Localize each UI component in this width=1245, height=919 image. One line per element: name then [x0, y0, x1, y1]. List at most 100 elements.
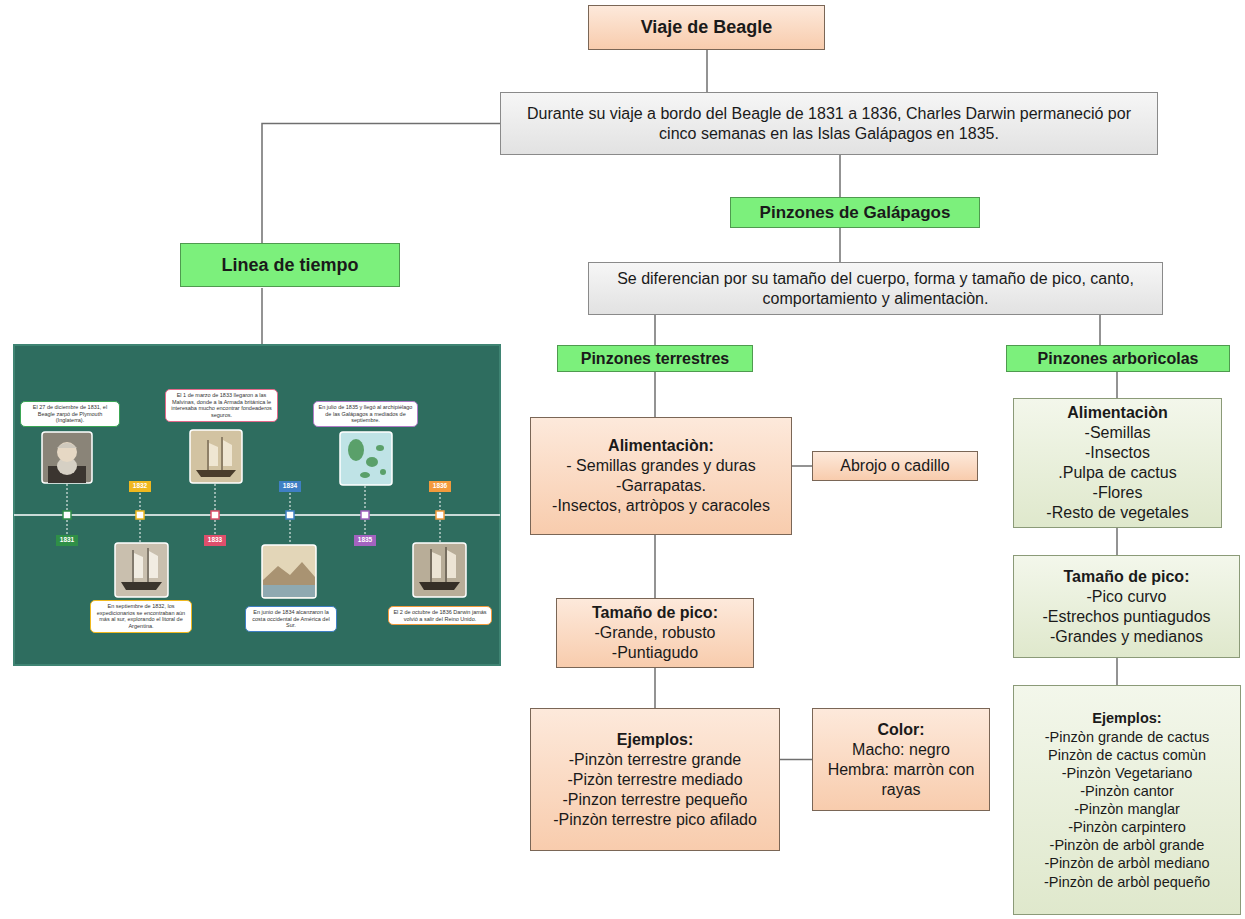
box-text: -Grandes y medianos — [1020, 627, 1233, 647]
branch-heading: Pinzones terrestres — [557, 345, 753, 372]
connector-line — [1116, 528, 1118, 555]
box-text: En julio de 1835 y llegó al archipiélago… — [317, 404, 414, 424]
mast — [148, 548, 149, 582]
trait-box: Tamaño de pico:-Pico curvo-Estrechos pun… — [1013, 555, 1240, 658]
hull — [196, 470, 236, 477]
box-text: Pinzones arborìcolas — [1013, 349, 1223, 369]
connector-line — [706, 50, 708, 92]
photo-frame — [190, 430, 242, 483]
mast — [446, 547, 447, 582]
box-text: -Resto de vegetales — [1020, 503, 1215, 523]
box-text: -Pinzon terrestre pequeño — [537, 790, 773, 810]
box-text: -Garrapatas. — [537, 476, 785, 496]
branch-heading: Pinzones de Galápagos — [730, 197, 980, 228]
axis-marker — [63, 511, 71, 519]
dotted-ticks — [67, 484, 440, 544]
box-text: -Pinzòn de arbòl pequeño — [1020, 873, 1234, 891]
hills — [263, 562, 315, 597]
sails — [209, 440, 232, 466]
dotted-tick — [67, 484, 68, 510]
face — [57, 442, 77, 462]
box-text: -Flores — [1020, 483, 1215, 503]
box-text: El 27 de diciembre de 1831, el Beagle za… — [24, 404, 116, 424]
year-tag: 1834 — [279, 481, 301, 492]
trait-box: Tamaño de pico:-Grande, robusto-Puntiagu… — [556, 598, 754, 668]
axis-marker — [136, 511, 144, 519]
timeline-callout: En julio de 1835 y llegó al archipiélago… — [313, 401, 418, 427]
timeline-callout: En junio de 1834 alcanzaron la costa occ… — [245, 606, 337, 632]
island — [348, 439, 364, 461]
island — [376, 445, 384, 451]
hair — [57, 443, 77, 448]
title-box: Viaje de Beagle — [588, 5, 825, 50]
timeline-callout: El 2 de octubre de 1836 Darwin jamás vol… — [388, 606, 492, 625]
box-heading: Alimentaciòn — [1020, 403, 1215, 423]
branch-heading: Linea de tiempo — [180, 243, 400, 287]
dotted-tick — [440, 520, 441, 542]
dotted-tick — [440, 493, 441, 510]
galapagos-map — [340, 432, 392, 485]
box-text: -Grande, robusto — [563, 623, 747, 643]
photo-frame — [413, 543, 466, 597]
connector-line — [839, 228, 841, 262]
trait-box: Ejemplos:-Pinzòn terrestre grande-Pizòn … — [530, 708, 780, 851]
mast — [431, 549, 432, 582]
box-text: Pinzòn de cactus comùn — [1020, 746, 1234, 764]
trait-box: Color:Macho: negroHembra: marròn con ray… — [812, 708, 990, 811]
box-heading: Ejemplos: — [537, 730, 773, 750]
darwin-portrait — [42, 432, 92, 483]
connector-line — [1116, 658, 1118, 685]
year-tag: 1835 — [354, 535, 376, 546]
panel-frame — [14, 345, 500, 665]
trait-box: Alimentaciòn-Semillas-Insectos.Pulpa de … — [1013, 398, 1222, 528]
box-text: -Pinzòn de arbòl grande — [1020, 836, 1234, 854]
dotted-tick — [215, 520, 216, 534]
leader-line — [261, 288, 263, 345]
sea — [263, 585, 315, 597]
dotted-tick — [140, 493, 141, 510]
box-text: Macho: negro — [819, 740, 983, 760]
box-text: -Pinzòn carpintero — [1020, 818, 1234, 836]
box-heading: Tamaño de pico: — [563, 603, 747, 623]
box-text: Hembra: marròn con rayas — [819, 760, 983, 800]
box-text: Durante su viaje a bordo del Beagle de 1… — [507, 104, 1151, 144]
dotted-tick — [140, 520, 141, 542]
box-text: -Estrechos puntiagudos — [1020, 607, 1233, 627]
box-text: -Pinzòn cantor — [1020, 782, 1234, 800]
timeline-callout: El 27 de diciembre de 1831, el Beagle za… — [20, 401, 120, 427]
note-box: Abrojo o cadillo — [812, 451, 978, 481]
beard — [57, 457, 77, 475]
box-text: 1834 — [279, 483, 301, 490]
dotted-tick — [365, 520, 366, 534]
connector-line — [654, 668, 656, 708]
box-heading: Color: — [819, 720, 983, 740]
connector-line — [792, 465, 812, 467]
trait-box: Alimentaciòn:- Semillas grandes y duras-… — [530, 417, 792, 535]
coat — [48, 466, 86, 483]
timeline-callout: El 1 de marzo de 1833 llegaron a las Mal… — [165, 389, 278, 422]
summary-box: Durante su viaje a bordo del Beagle de 1… — [500, 92, 1158, 155]
box-text: - Semillas grandes y duras — [537, 456, 785, 476]
connector-line — [1099, 315, 1101, 345]
summary-box: Se diferencian por su tamaño del cuerpo,… — [588, 262, 1163, 315]
box-text: Linea de tiempo — [187, 254, 393, 277]
dotted-tick — [290, 493, 291, 510]
year-tag: 1836 — [429, 481, 451, 492]
box-text: -Puntiagudo — [563, 643, 747, 663]
mast — [208, 440, 209, 470]
box-text: El 2 de octubre de 1836 Darwin jamás vol… — [392, 609, 488, 622]
box-text: En junio de 1834 alcanzaron la costa occ… — [249, 609, 333, 629]
dotted-tick — [215, 484, 216, 510]
box-text: -Pinzòn Vegetariano — [1020, 764, 1234, 782]
box-text: -Insectos, artròpos y caracoles — [537, 496, 785, 516]
connector-line — [1116, 372, 1118, 398]
box-text: El 1 de marzo de 1833 llegaron a las Mal… — [169, 392, 274, 419]
axis-marker — [436, 511, 444, 519]
box-text: 1831 — [56, 537, 78, 544]
box-text: .Pulpa de cactus — [1020, 463, 1215, 483]
chalkboard-panel — [14, 345, 500, 665]
connector-line — [654, 535, 656, 598]
sails — [432, 550, 456, 578]
island — [366, 457, 378, 467]
box-text: -Pinzòn de arbòl mediano — [1020, 854, 1234, 872]
